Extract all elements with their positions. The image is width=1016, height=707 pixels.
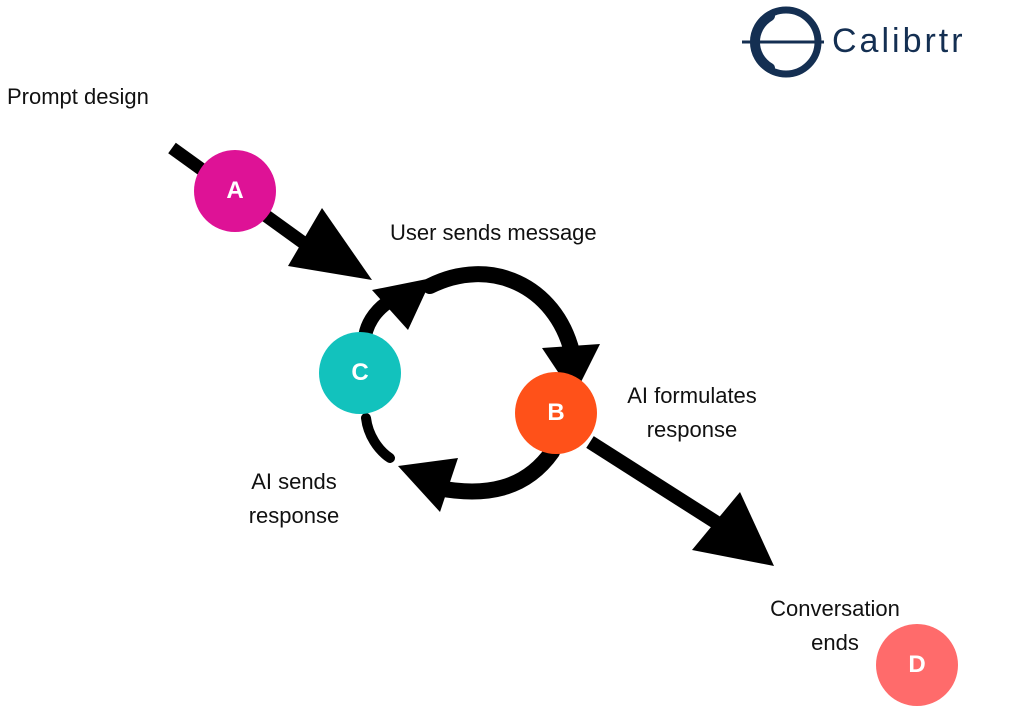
loop-arrow-bottom — [398, 444, 560, 512]
node-b: B — [515, 372, 597, 454]
label-ai-sends-response: AI sends response — [248, 469, 340, 528]
node-a-letter: A — [226, 177, 244, 204]
label-prompt-design: Prompt design — [7, 84, 149, 109]
brand-name: Calibrtr — [832, 22, 966, 60]
node-d-letter: D — [908, 651, 926, 678]
node-a: A — [194, 150, 276, 232]
node-b-letter: B — [547, 399, 565, 426]
loop-arrow-top — [422, 266, 600, 396]
calibrtr-logo-mark-icon — [742, 6, 824, 78]
label-ai-formulates-response: AI formulates response — [627, 383, 757, 442]
node-c: C — [319, 332, 401, 414]
exit-arrow — [586, 436, 774, 566]
node-c-letter: C — [351, 359, 369, 386]
label-user-sends-message: User sends message — [390, 220, 597, 245]
node-d: D — [876, 624, 958, 706]
calibrtr-logo: Calibrtr — [740, 4, 1016, 80]
label-conversation-ends: Conversation ends — [770, 596, 900, 655]
